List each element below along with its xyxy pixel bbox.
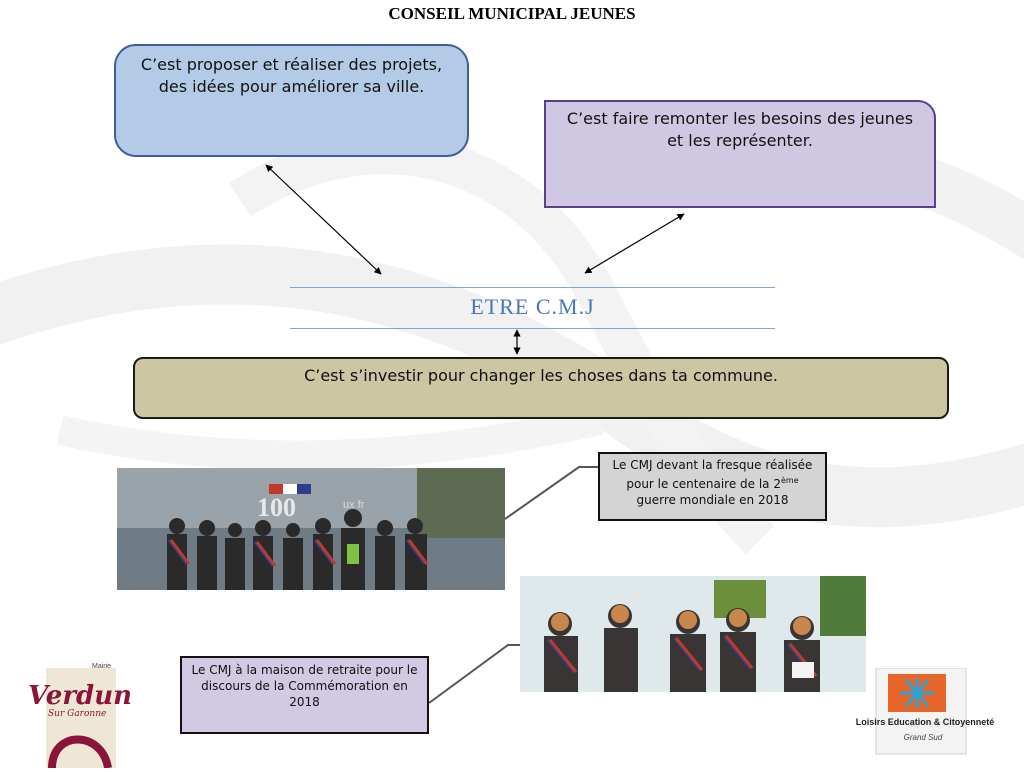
bubble-investir: C’est s’investir pour changer les choses… — [133, 357, 949, 419]
bubble-remonter: C’est faire remonter les besoins des jeu… — [544, 100, 936, 208]
logo-lec — [836, 667, 1014, 756]
logo-lec-title: Loisirs Education & Citoyenneté — [855, 717, 995, 727]
photo-maison-retraite — [520, 576, 866, 692]
photo-fresque: 100 ux fr — [117, 468, 505, 590]
logo-verdun-small: Mairie — [92, 663, 111, 670]
center-heading-block: ETRE C.M.J — [290, 287, 775, 329]
logo-verdun-main: Verdun — [28, 681, 132, 711]
bubble-proposer-text: C’est proposer et réaliser des projets, … — [140, 55, 443, 96]
bubble-investir-text: C’est s’investir pour changer les choses… — [304, 366, 778, 385]
bubble-proposer: C’est proposer et réaliser des projets, … — [114, 44, 469, 157]
caption-retraite: Le CMJ à la maison de retraite pour le d… — [180, 656, 429, 734]
caption-retraite-text: Le CMJ à la maison de retraite pour le d… — [191, 663, 418, 709]
page-title: CONSEIL MUNICIPAL JEUNES — [388, 4, 636, 23]
logo-lec-subtitle: Grand Sud — [903, 733, 943, 742]
logo-verdun: Mairie Verdun Sur Garonne — [22, 660, 132, 769]
mural-number: 100 — [257, 493, 296, 522]
caption-fresque: Le CMJ devant la fresque réalisée pour l… — [598, 452, 827, 521]
bubble-remonter-text: C’est faire remonter les besoins des jeu… — [566, 109, 914, 150]
caption-fresque-sup: ème — [781, 476, 799, 485]
logo-verdun-sub: Sur Garonne — [48, 709, 106, 719]
caption-fresque-text: Le CMJ devant la fresque réalisée pour l… — [612, 458, 813, 491]
caption-fresque-end: guerre mondiale en 2018 — [636, 493, 789, 507]
center-heading: ETRE C.M.J — [470, 294, 595, 319]
mural-tag: ux fr — [343, 499, 365, 511]
